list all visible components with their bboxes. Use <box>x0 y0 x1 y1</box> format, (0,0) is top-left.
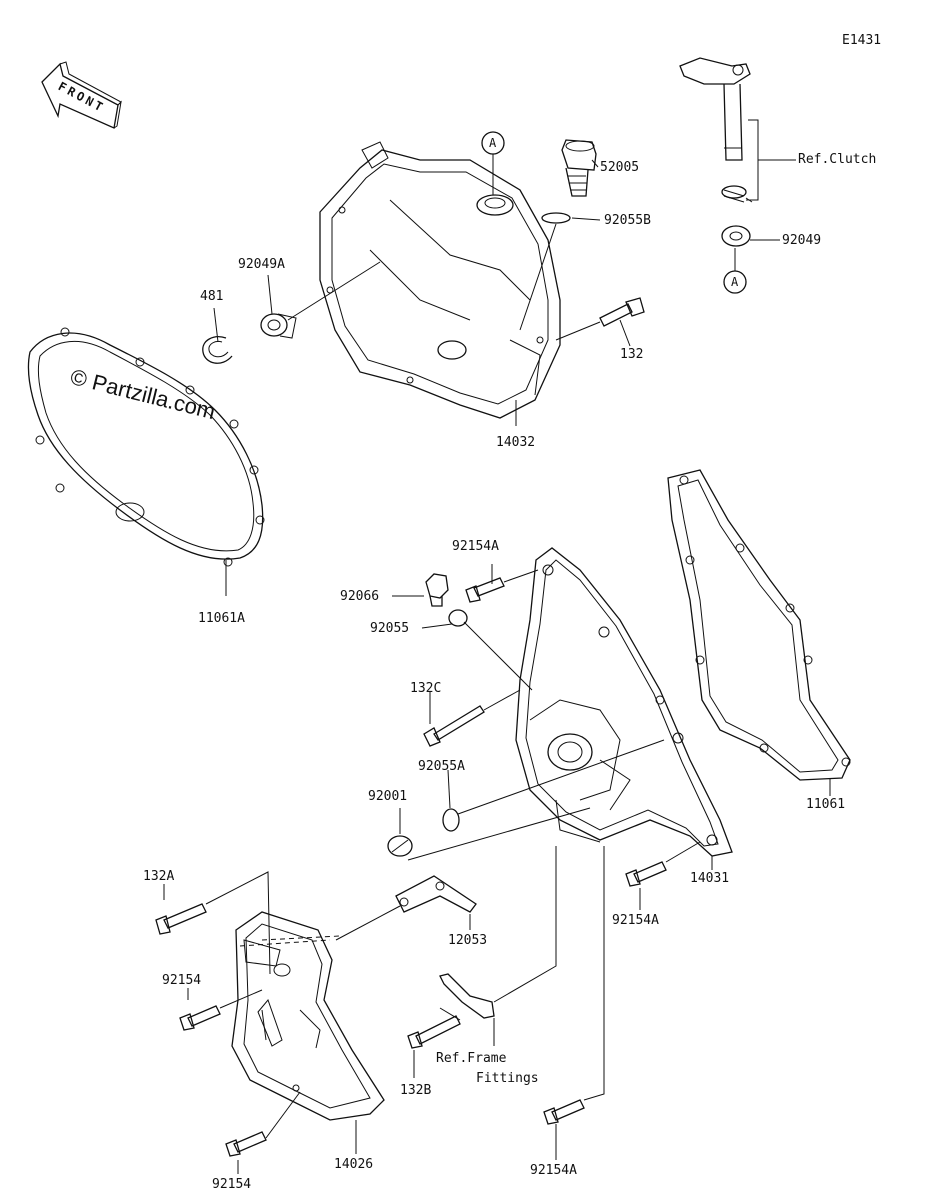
clutch-release-shaft <box>679 57 751 161</box>
plug-92001 <box>387 835 413 857</box>
label-92154a-top: 92154A <box>452 539 499 554</box>
label-11061: 11061 <box>806 797 846 812</box>
bolt-132c <box>423 705 485 747</box>
bolt-132a <box>155 903 207 935</box>
label-92049: 92049 <box>782 233 822 248</box>
label-52005: 52005 <box>600 160 640 175</box>
frame-fitting-bracket <box>439 973 495 1019</box>
label-92055: 92055 <box>370 621 410 636</box>
callout-a-right-letter: A <box>731 275 739 289</box>
label-ref-clutch: Ref.Clutch <box>798 152 877 167</box>
bolt-92154-mid <box>179 1005 221 1031</box>
bolt-92154a-top <box>465 577 505 603</box>
label-92066: 92066 <box>340 589 380 604</box>
plug-92066 <box>425 573 449 607</box>
label-92055b: 92055B <box>604 213 651 228</box>
label-14031: 14031 <box>690 871 730 886</box>
front-arrow-icon <box>41 61 122 129</box>
label-132b: 132B <box>400 1083 432 1098</box>
label-14026: 14026 <box>334 1157 374 1172</box>
bolt-92154-bot <box>225 1131 267 1157</box>
label-92154a-mid: 92154A <box>612 913 659 928</box>
label-11061a: 11061A <box>198 611 245 626</box>
bolt-132 <box>599 297 645 327</box>
bolt-92154a-bot <box>543 1099 585 1125</box>
bolt-132b <box>407 1015 461 1049</box>
oil-seal-92049 <box>721 225 751 247</box>
diagram-code: E1431 <box>842 33 882 48</box>
callout-a-top-letter: A <box>489 136 497 150</box>
label-92055a: 92055A <box>418 759 465 774</box>
label-132c: 132C <box>410 681 442 696</box>
label-92001: 92001 <box>368 789 408 804</box>
label-14032: 14032 <box>496 435 536 450</box>
bolt-92154a-mid <box>625 861 667 887</box>
label-132a: 132A <box>143 869 175 884</box>
circlip-481 <box>202 336 233 364</box>
label-92154-bot: 92154 <box>212 1177 252 1192</box>
leader-lines <box>163 119 831 1174</box>
oil-seal-92049a <box>260 313 297 339</box>
label-12053: 12053 <box>448 933 488 948</box>
bracket-12053 <box>395 875 477 913</box>
label-ref-frame: Ref.Frame <box>436 1051 507 1066</box>
label-92154a-bot: 92154A <box>530 1163 577 1178</box>
o-ring-92055 <box>448 609 468 627</box>
label-132: 132 <box>620 347 644 362</box>
generator-cover-14031 <box>515 547 733 857</box>
clutch-cover-14032 <box>319 141 561 419</box>
label-92049a: 92049A <box>238 257 285 272</box>
label-92154-mid: 92154 <box>162 973 202 988</box>
sprocket-cover-14026 <box>231 911 385 1121</box>
oil-filler-cap-52005 <box>561 139 597 197</box>
gasket-11061a <box>27 327 265 567</box>
label-ref-frame-fittings: Fittings <box>476 1071 539 1086</box>
dashed-leaders <box>239 935 341 947</box>
o-ring-92055a <box>442 808 460 832</box>
label-481: 481 <box>200 289 224 304</box>
o-ring-92055b <box>541 212 571 224</box>
gasket-11061 <box>667 469 851 781</box>
